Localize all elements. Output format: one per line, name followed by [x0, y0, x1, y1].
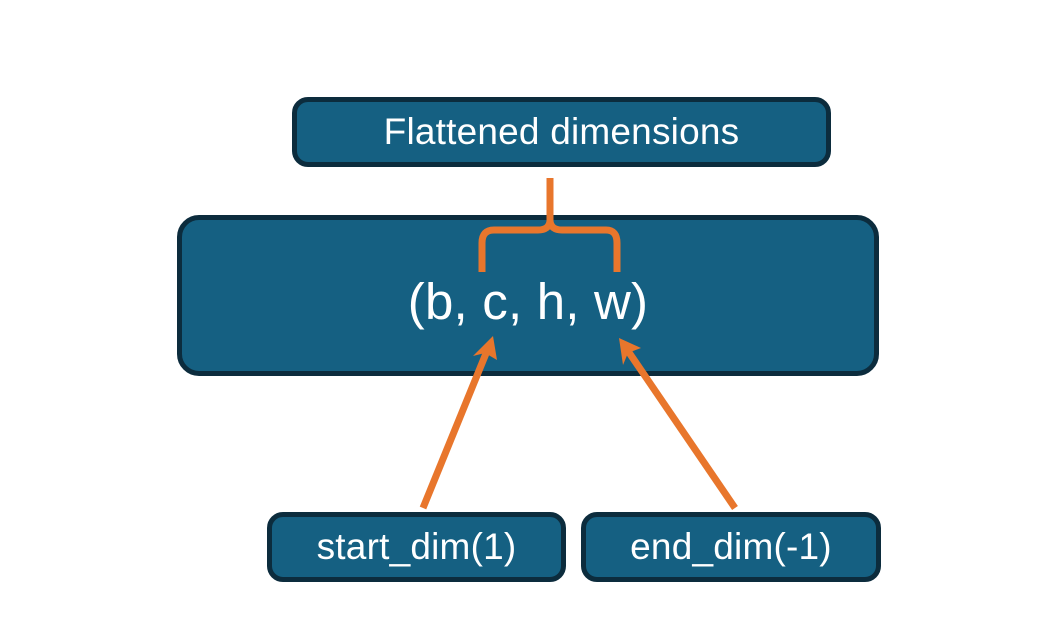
node-end-dim[interactable]: end_dim(-1) [581, 512, 881, 582]
node-flattened-dimensions-label: Flattened dimensions [383, 111, 740, 152]
node-start-dim-label: start_dim(1) [316, 526, 517, 567]
node-flattened-dimensions[interactable]: Flattened dimensions [292, 97, 831, 167]
node-tensor-shape[interactable]: (b, c, h, w) [177, 215, 879, 376]
node-end-dim-label: end_dim(-1) [630, 526, 832, 567]
node-start-dim[interactable]: start_dim(1) [267, 512, 566, 582]
node-tensor-shape-label: (b, c, h, w) [407, 273, 649, 330]
